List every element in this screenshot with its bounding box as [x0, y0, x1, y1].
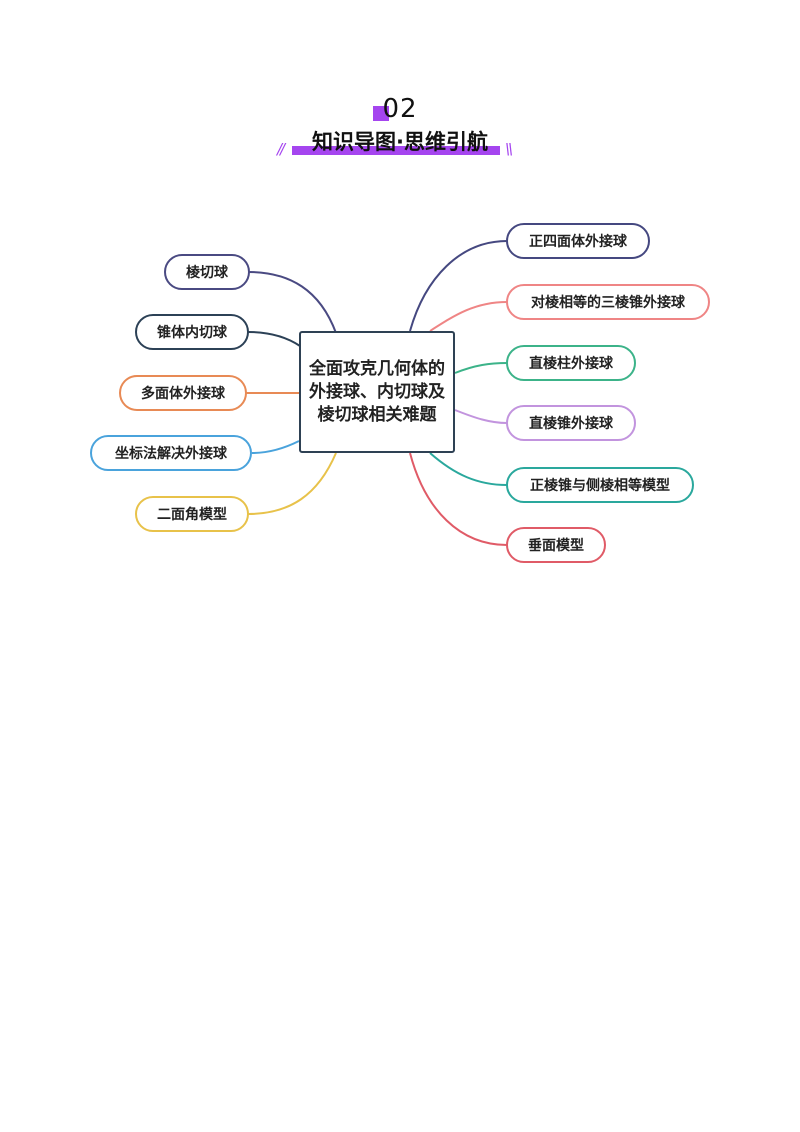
branch-node-right-6: 垂面模型 [506, 527, 606, 563]
title-highlight-bar [292, 146, 500, 155]
connector-right-1 [409, 240, 508, 332]
slash-decoration-right: \\ [505, 140, 513, 158]
branch-node-left-3: 多面体外接球 [119, 375, 247, 411]
branch-node-right-5: 正棱锥与侧棱相等模型 [506, 467, 694, 503]
branch-node-right-4: 直棱锥外接球 [506, 405, 636, 441]
connector-right-3 [454, 362, 508, 374]
branch-node-right-1: 正四面体外接球 [506, 223, 650, 259]
branch-node-left-4: 坐标法解决外接球 [90, 435, 252, 471]
connector-left-5 [247, 452, 337, 515]
section-title: 知识导图·思维引航 [312, 130, 488, 154]
connector-left-2 [247, 331, 301, 347]
connector-right-5 [429, 452, 508, 486]
number-highlight-block [373, 106, 389, 121]
branch-node-left-1: 棱切球 [164, 254, 250, 290]
section-number: 02 [382, 94, 418, 124]
central-topic: 全面攻克几何体的外接球、内切球及棱切球相关难题 [299, 331, 455, 453]
connector-left-1 [247, 271, 337, 334]
branch-node-right-2: 对棱相等的三棱锥外接球 [506, 284, 710, 320]
branch-node-left-5: 二面角模型 [135, 496, 249, 532]
slash-decoration-left: // [277, 140, 285, 158]
connector-right-4 [454, 409, 508, 424]
connector-right-6 [409, 452, 508, 546]
branch-node-right-3: 直棱柱外接球 [506, 345, 636, 381]
branch-node-left-2: 锥体内切球 [135, 314, 249, 350]
connector-right-2 [429, 301, 508, 332]
connector-left-4 [251, 440, 300, 454]
